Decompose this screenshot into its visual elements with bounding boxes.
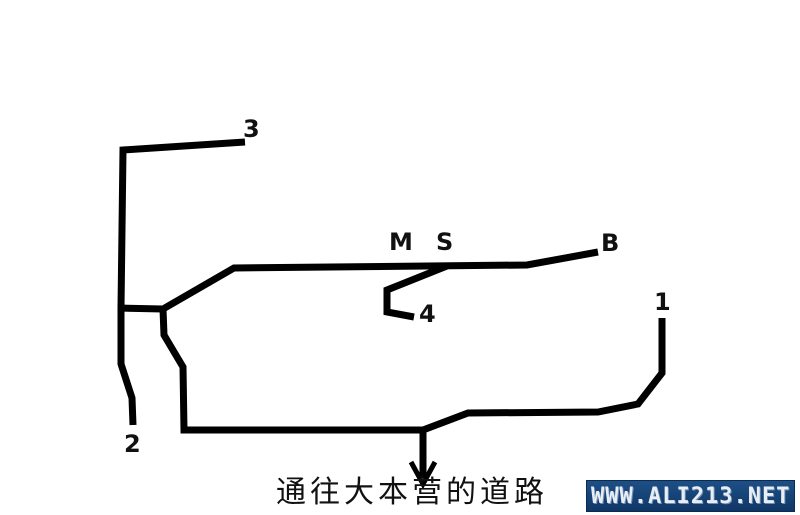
label-point-3: 3 bbox=[243, 115, 260, 143]
label-point-b: B bbox=[601, 229, 620, 257]
label-point-m: M bbox=[389, 228, 413, 256]
label-point-1: 1 bbox=[654, 288, 671, 316]
label-point-4: 4 bbox=[419, 300, 436, 328]
lower-road-path bbox=[159, 308, 666, 434]
route-2-path bbox=[117, 308, 137, 426]
label-point-2: 2 bbox=[124, 430, 141, 458]
route-4-path bbox=[383, 262, 449, 321]
arrow-head-icon bbox=[408, 460, 438, 490]
caption-road-to-base: 通往大本营的道路 bbox=[276, 475, 548, 510]
watermark-logo: WWW.ALI213.NET bbox=[586, 480, 796, 512]
route-3-path bbox=[117, 138, 246, 309]
junction-link-path bbox=[117, 304, 164, 313]
upper-road-path bbox=[161, 248, 599, 313]
label-point-s: S bbox=[436, 228, 454, 256]
